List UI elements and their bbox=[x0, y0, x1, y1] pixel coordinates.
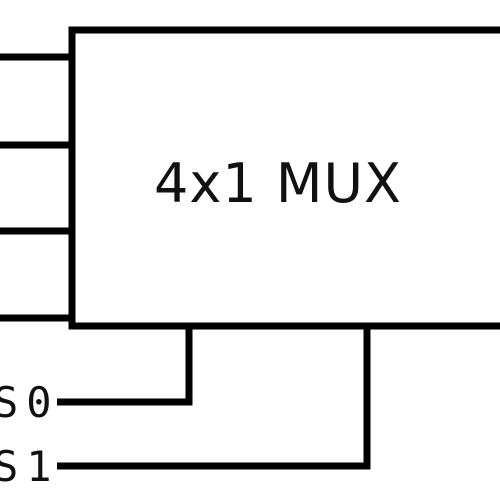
select-label-s1: S1 bbox=[0, 442, 60, 491]
select-label-s0: S0 bbox=[0, 378, 60, 427]
mux-block-label: 4x1 MUX bbox=[154, 152, 402, 215]
mux-block bbox=[68, 26, 500, 330]
select-wire-s0 bbox=[57, 326, 193, 406]
select-wire-s1 bbox=[57, 326, 371, 470]
